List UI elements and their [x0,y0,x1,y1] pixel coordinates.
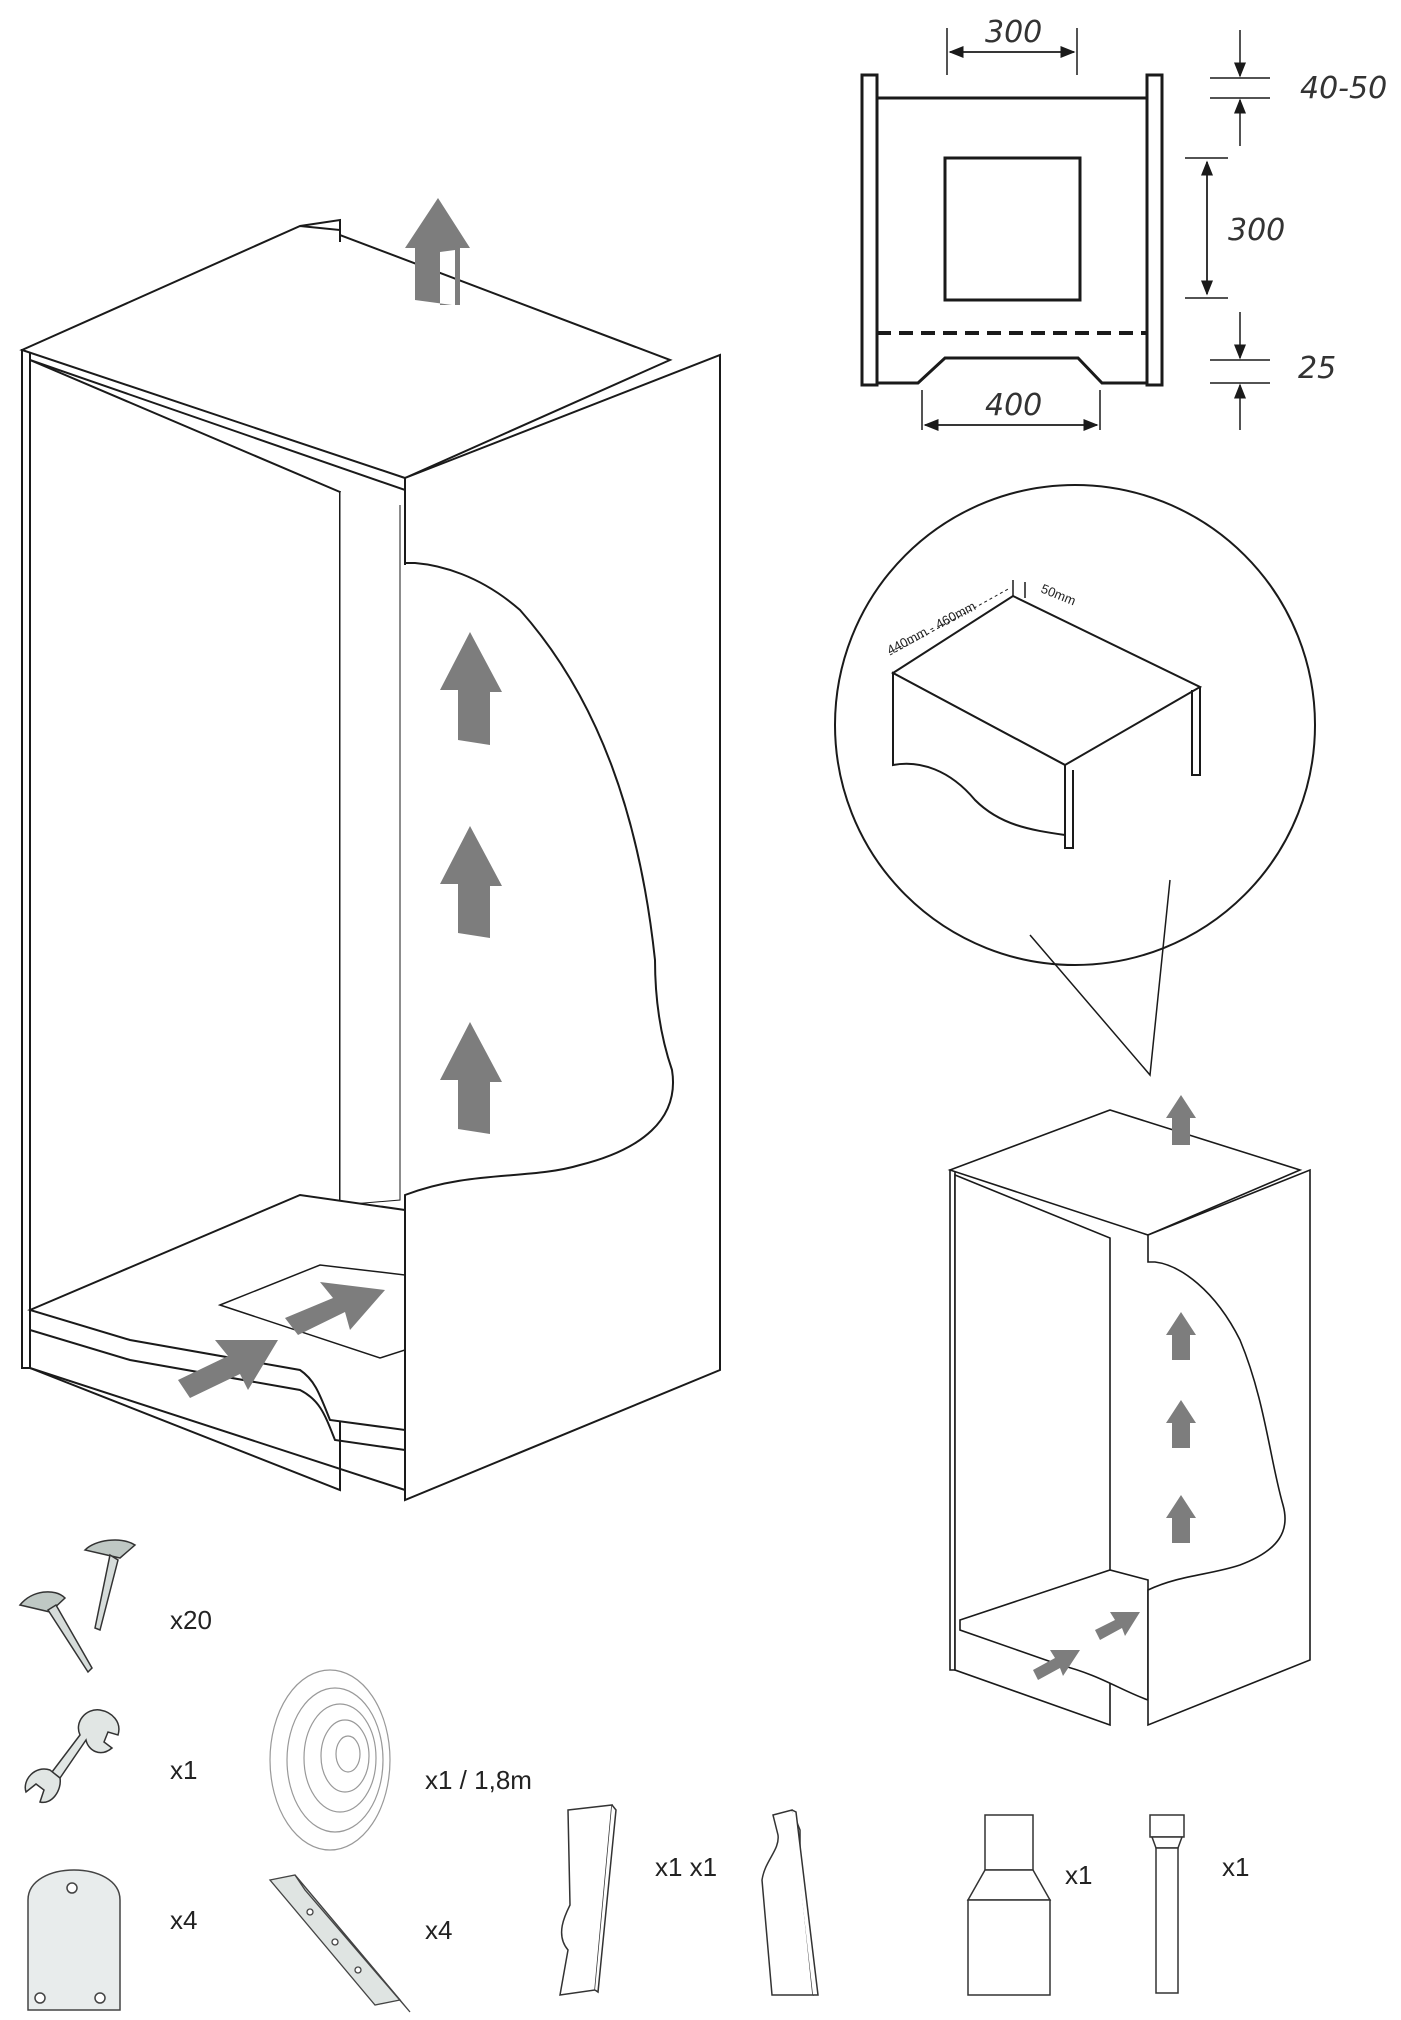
cabinet-right-panel [404,353,721,1502]
side-panel-left-icon [559,1804,617,1996]
detail-front-face [892,671,1066,837]
arrow-floor-front [178,1340,278,1398]
arrow-up-3 [440,1022,502,1134]
screws-qty: x20 [170,1605,212,1635]
angle-rail-qty: x4 [425,1915,453,1945]
detail-pointer [1029,879,1171,1077]
coil-icon [269,1669,391,1851]
cabinet-back-left [29,358,341,1492]
side-panel-right-icon [761,1809,819,1996]
pipe-icon [1149,1814,1185,1994]
main-cabinet [19,218,721,1502]
dim-label-40-50: 40-50 [1300,71,1387,106]
wrench-qty: x1 [170,1755,198,1785]
arrow-floor-inner [285,1282,385,1335]
angle-rail-icon [268,1874,411,2013]
dim-label-300-top: 300 [985,15,1042,50]
main-cabinet-arrows [178,198,502,1398]
plan-view [860,28,1270,431]
small-cabinet [947,1109,1311,1727]
funnel-qty: x1 [1065,1860,1093,1890]
wrench-icon [24,1709,120,1804]
arrow-up-top [405,198,470,305]
cabinet-left-edge [21,349,31,1369]
pipe-qty: x1 [1222,1852,1250,1882]
bracket-plate-qty: x4 [170,1905,198,1935]
small-cabinet-top [947,1109,1303,1236]
arrow-up-2 [440,826,502,938]
dim-label-400: 400 [985,388,1042,423]
bracket-plate-icon [27,1869,121,2011]
plan-bottom-notch [877,356,1147,385]
funnel-icon [966,1814,1052,1996]
detail-bubble [834,484,1316,1077]
screws-icon [18,1539,137,1674]
small-cabinet-arrows [1033,1095,1196,1680]
small-cabinet-right-panel [1147,1168,1311,1727]
arrow-up-1 [440,632,502,745]
plan-right-post [1145,73,1164,387]
plan-opening [943,156,1082,302]
dim-label-25: 25 [1298,351,1336,386]
side-panels-qty: x1 x1 [655,1852,718,1882]
plan-left-post [860,73,879,387]
coil-qty: x1 / 1,8m [425,1765,532,1795]
dim-label-300-right: 300 [1228,213,1285,248]
